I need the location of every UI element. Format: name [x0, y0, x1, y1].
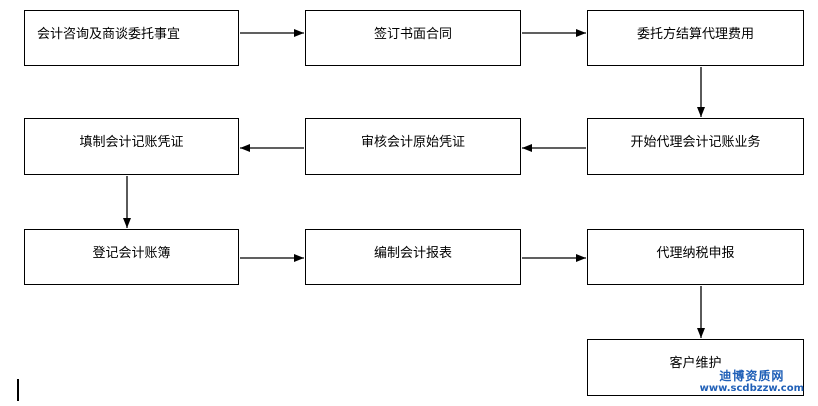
step-consult-box: 会计咨询及商谈委托事宜 — [24, 10, 239, 66]
step-start-bookkeeping-box: 开始代理会计记账业务 — [587, 118, 804, 175]
watermark-title: 迪博资质网 — [719, 369, 785, 383]
step-sign-contract-box: 签订书面合同 — [305, 10, 521, 66]
step-tax-filing-box: 代理纳税申报 — [587, 229, 804, 285]
step-settle-fee-box: 委托方结算代理费用 — [587, 10, 804, 66]
watermark-url: www.scdbzzw.com — [699, 383, 804, 395]
step-consult-label: 会计咨询及商谈委托事宜 — [37, 27, 181, 42]
step-register-ledger-box: 登记会计账簿 — [24, 229, 239, 285]
step-start-bookkeeping-label: 开始代理会计记账业务 — [630, 135, 761, 150]
step-review-vouchers-label: 审核会计原始凭证 — [360, 135, 465, 150]
step-settle-fee-label: 委托方结算代理费用 — [636, 27, 754, 42]
step-register-ledger-label: 登记会计账簿 — [92, 246, 171, 261]
step-compile-statements-label: 编制会计报表 — [373, 246, 452, 261]
step-sign-contract-label: 签订书面合同 — [373, 27, 452, 42]
step-compile-statements-box: 编制会计报表 — [305, 229, 521, 285]
text-cursor — [17, 379, 19, 401]
step-tax-filing-label: 代理纳税申报 — [656, 246, 735, 261]
site-watermark: 迪博资质网 www.scdbzzw.com — [699, 369, 804, 395]
step-fill-vouchers-box: 填制会计记账凭证 — [24, 118, 239, 175]
step-client-maintenance-label: 客户维护 — [669, 356, 722, 371]
step-review-vouchers-box: 审核会计原始凭证 — [305, 118, 521, 175]
step-fill-vouchers-label: 填制会计记账凭证 — [79, 135, 184, 150]
step-client-maintenance-box: 客户维护 — [587, 339, 804, 396]
